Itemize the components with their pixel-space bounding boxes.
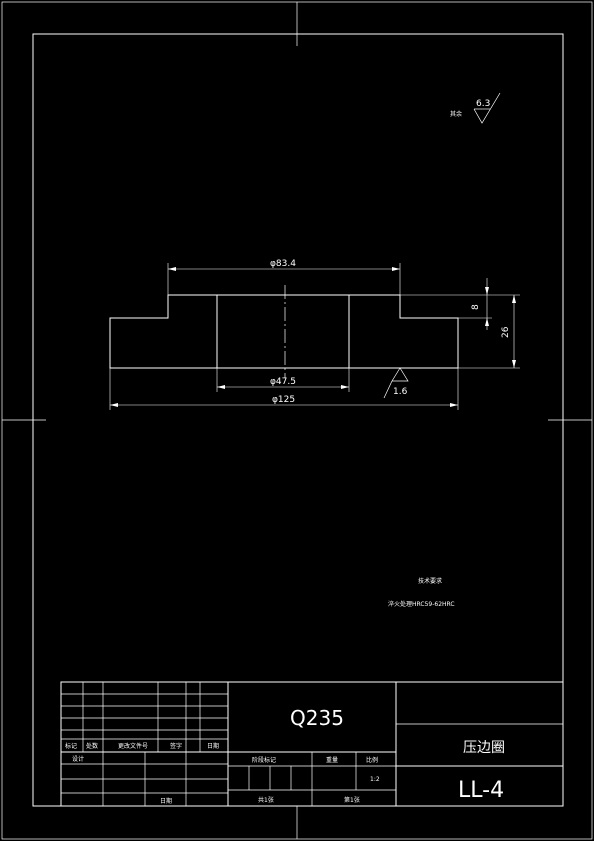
part-name: 压边圈 [463, 740, 505, 756]
sheet-number: 第1张 [344, 796, 360, 804]
notes-line1: 淬火处理HRC59-62HRC [388, 600, 455, 608]
roughness-label: 其余 [450, 110, 462, 118]
rev-header-count: 处数 [86, 742, 98, 750]
dim-d47-text: φ47.5 [270, 377, 296, 387]
roughness-face: 1.6 [383, 367, 409, 399]
roughness-face-text: 1.6 [393, 387, 408, 397]
dim-heights: 8 26 [400, 278, 520, 369]
dim-d47: φ47.5 [216, 368, 350, 392]
dim-d83-text: φ83.4 [270, 259, 296, 269]
designer-label: 设计 [72, 755, 84, 763]
scale-label: 比例 [366, 756, 378, 764]
dim-d125-text: φ125 [272, 395, 295, 405]
notes-title: 技术要求 [418, 577, 442, 585]
stage-label: 阶段标记 [252, 756, 276, 764]
drawing-number: LL-4 [458, 778, 504, 803]
title-block [60, 681, 564, 807]
weight-label: 重量 [326, 756, 338, 764]
date-label: 日期 [160, 797, 172, 805]
left-section-hatch [109, 294, 218, 369]
sheet-total: 共1张 [258, 796, 274, 804]
part-section-view [109, 285, 459, 378]
technical-notes: 技术要求 淬火处理HRC59-62HRC [388, 577, 455, 608]
scale-value: 1:2 [370, 776, 380, 783]
material-text: Q235 [290, 706, 344, 730]
rev-header-date: 日期 [207, 742, 219, 750]
rev-header-sign: 签字 [170, 742, 182, 750]
dim-h8-text: 8 [471, 304, 481, 310]
rev-header-mark: 标记 [65, 742, 77, 750]
dim-h26-text: 26 [501, 326, 511, 338]
drawing-frame [32, 33, 564, 807]
roughness-value: 6.3 [476, 99, 490, 109]
dim-d125: φ125 [109, 368, 459, 410]
dim-d83: φ83.4 [167, 259, 401, 295]
roughness-symbol: 其余 6.3 [450, 92, 501, 124]
rev-header-doc: 更改文件号 [118, 742, 148, 750]
right-section-hatch [348, 294, 459, 369]
